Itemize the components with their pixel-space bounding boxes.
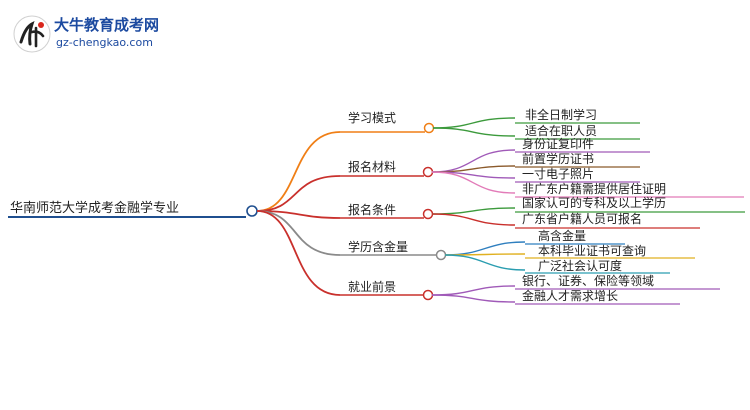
- branch-value: 学历含金量 高含金量 本科毕业证书可查询 广泛社会认可度: [340, 228, 695, 274]
- leaf-label: 非广东户籍需提供居住证明: [522, 181, 666, 196]
- branch-career: 就业前景 银行、证券、保险等领域 金融人才需求增长: [340, 273, 720, 305]
- leaf-label: 广泛社会认可度: [538, 258, 622, 273]
- branch-learning-mode: 学习模式 非全日制学习 适合在职人员: [340, 107, 640, 140]
- root-label: 华南师范大学成考金融学专业: [10, 200, 179, 216]
- edge-root-b4: [256, 210, 341, 256]
- branch-label: 就业前景: [348, 279, 396, 294]
- leaf-label: 本科毕业证书可查询: [538, 244, 646, 258]
- leaf-label: 国家认可的专科及以上学历: [522, 195, 666, 210]
- leaf-label: 金融人才需求增长: [522, 288, 618, 303]
- leaf-label: 身份证复印件: [522, 136, 594, 151]
- edge-root-b2: [256, 175, 341, 212]
- branch-label: 报名材料: [348, 159, 396, 174]
- logo-title: 大牛教育成考网: [54, 16, 160, 34]
- leaf-label: 高含金量: [538, 228, 586, 243]
- leaf-label: 前置学历证书: [522, 151, 594, 166]
- branch-materials: 报名材料 身份证复印件 前置学历证书 一寸电子照片 非广东户籍需提供居住证明: [340, 136, 744, 198]
- branch-label: 学历含金量: [348, 239, 408, 254]
- edge-root-b5: [256, 210, 341, 296]
- leaf-label: 广东省户籍人员可报名: [522, 211, 642, 226]
- bull-logo-icon: [13, 15, 51, 53]
- site-logo[interactable]: 大牛教育成考网 gz-chengkao.com: [8, 10, 178, 54]
- root-node: 华南师范大学成考金融学专业: [8, 200, 258, 218]
- edge-root-b3: [256, 210, 341, 219]
- branch-label: 报名条件: [348, 202, 396, 217]
- leaf-label: 适合在职人员: [525, 123, 597, 138]
- leaf-label: 非全日制学习: [525, 107, 597, 122]
- edge-root-b1: [256, 131, 341, 212]
- branch-requirements: 报名条件 国家认可的专科及以上学历 广东省户籍人员可报名: [340, 195, 745, 229]
- leaf-label: 银行、证券、保险等领域: [522, 273, 654, 288]
- branch-label: 学习模式: [348, 110, 396, 125]
- leaf-label: 一寸电子照片: [522, 167, 594, 181]
- logo-url: gz-chengkao.com: [56, 36, 153, 49]
